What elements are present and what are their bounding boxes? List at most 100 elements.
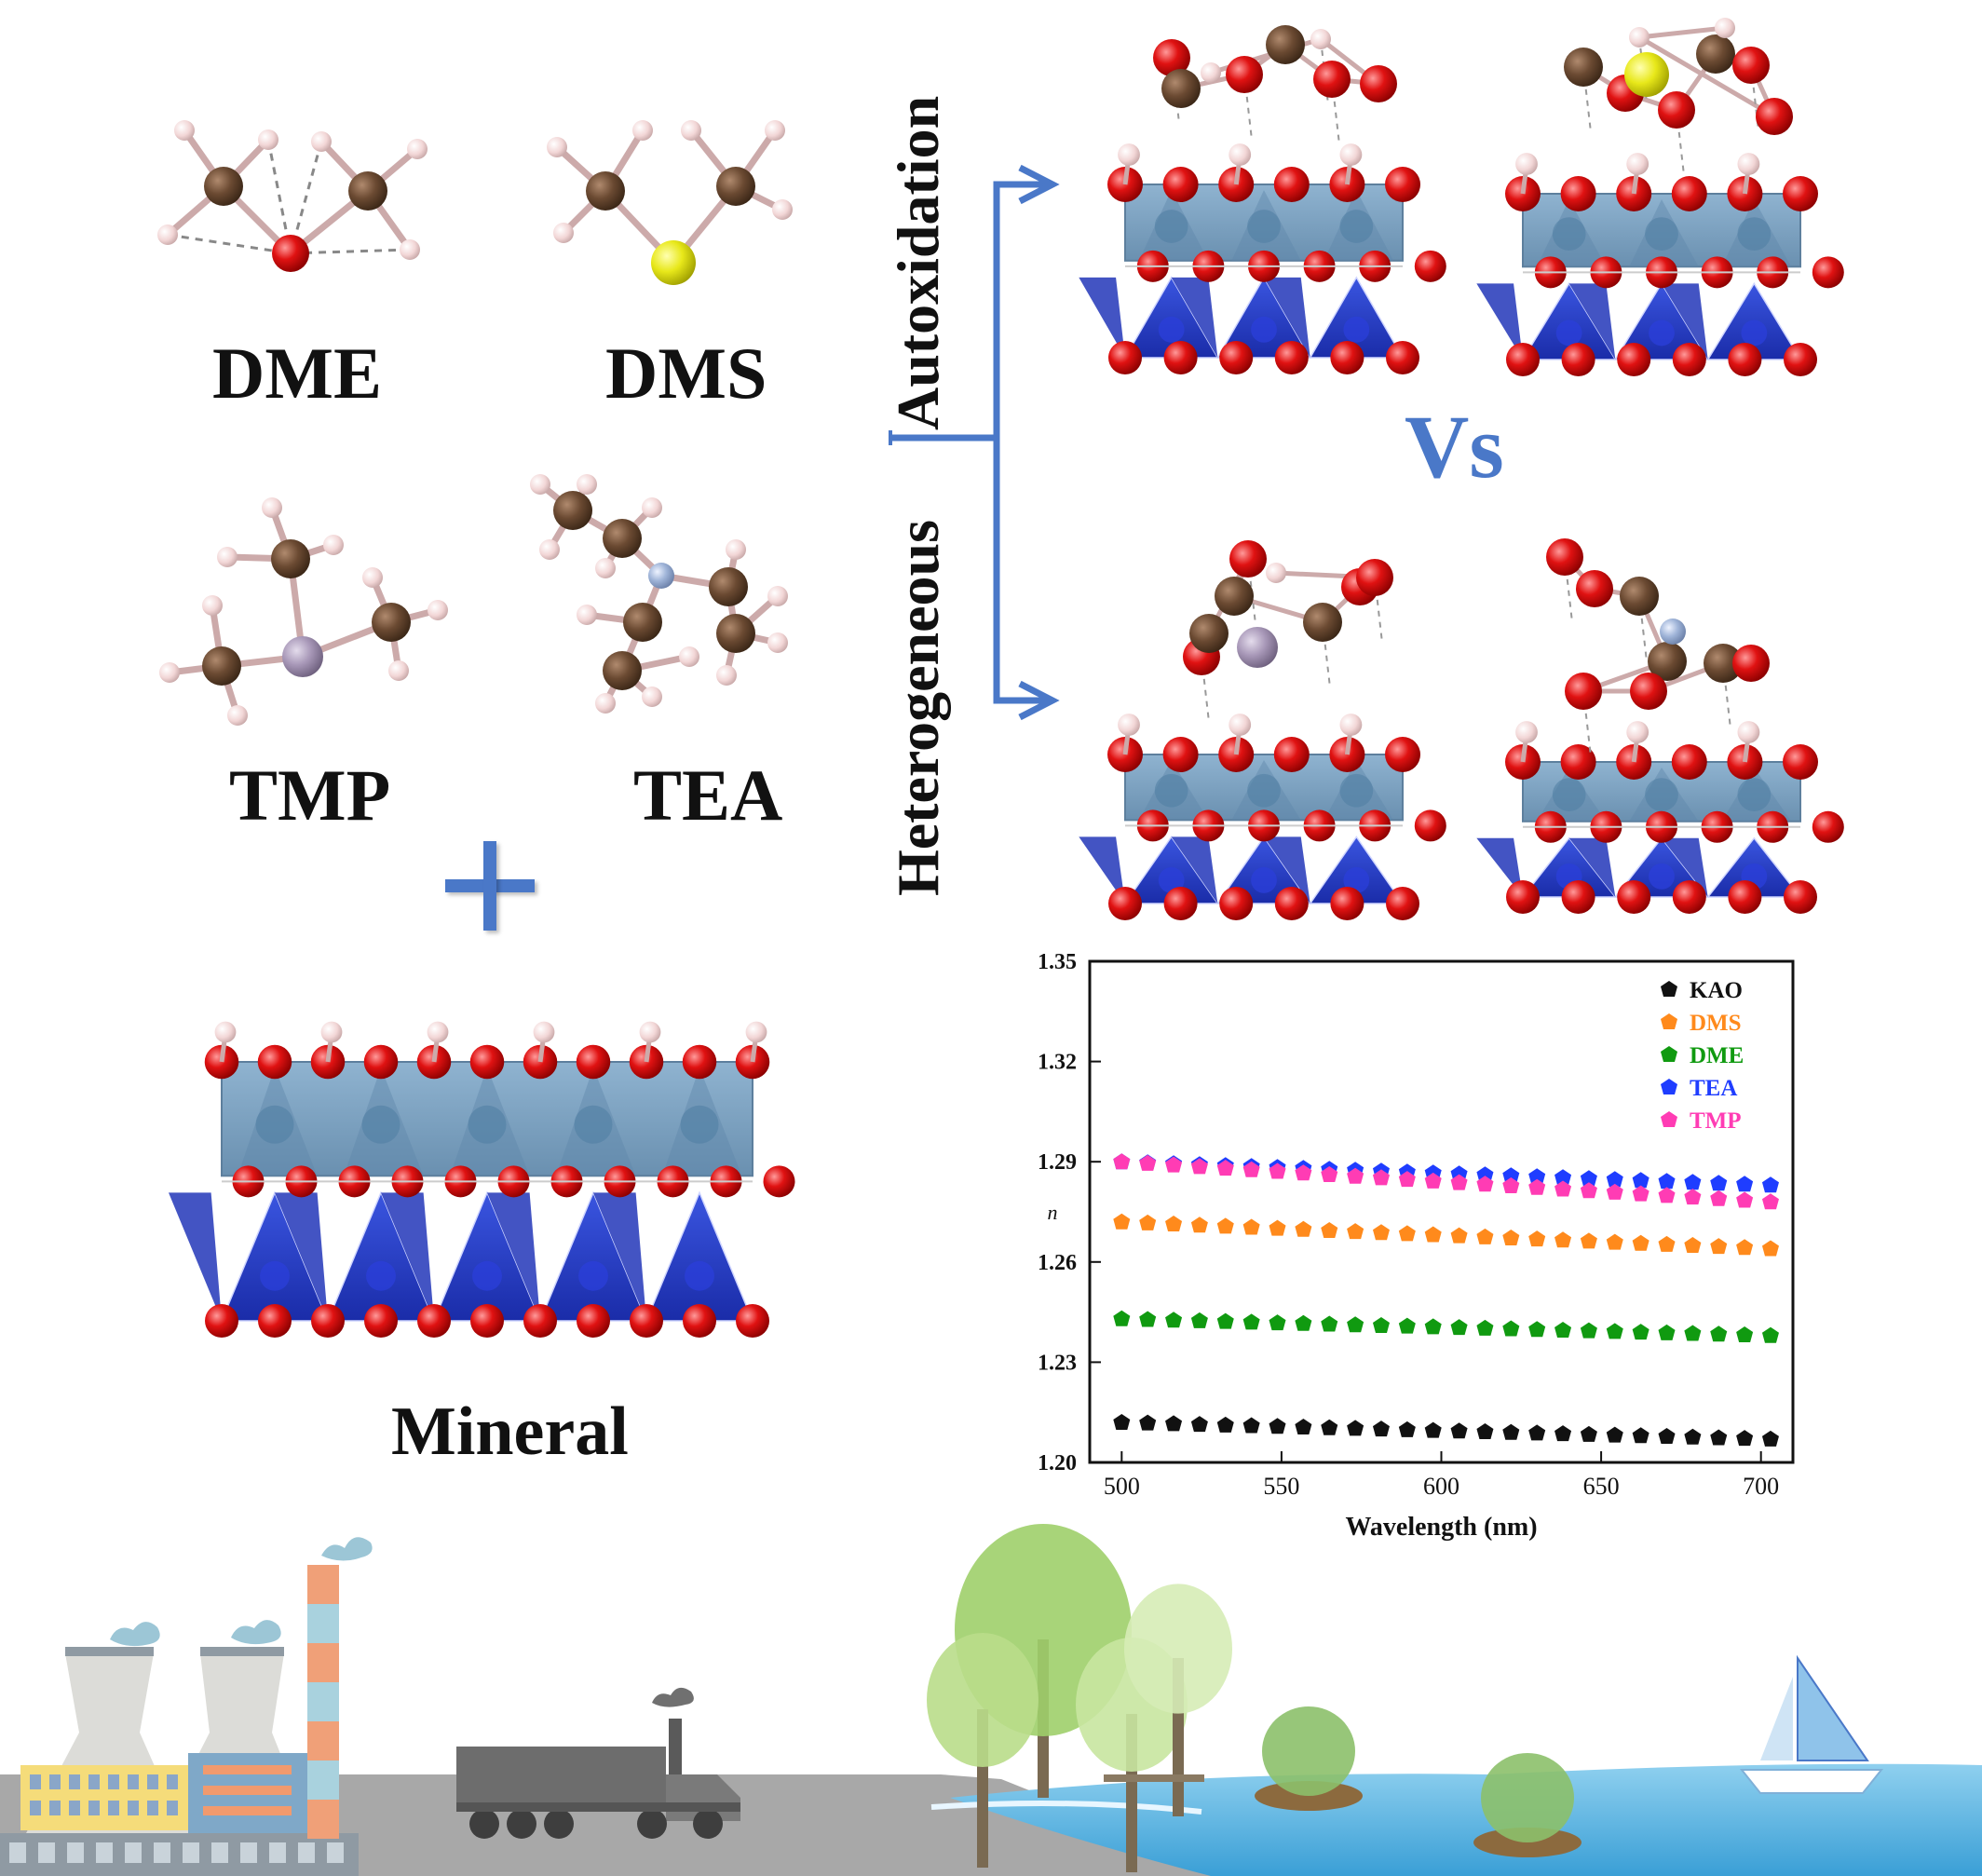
- data-point: [1476, 1166, 1494, 1183]
- atom-h: [577, 474, 597, 495]
- data-point: [1580, 1232, 1597, 1249]
- aluminum-center: [1339, 210, 1374, 243]
- hydroxyl-hydrogen: [639, 1021, 661, 1043]
- data-point: [1113, 1153, 1131, 1170]
- series-kao: [1113, 1413, 1779, 1447]
- hydroxyl-hydrogen: [1118, 714, 1140, 736]
- oxygen-top: [682, 1044, 717, 1080]
- hydroxyl-hydrogen: [1737, 721, 1760, 743]
- data-point: [1139, 1414, 1157, 1431]
- atom-h: [388, 660, 409, 681]
- data-point: [1528, 1424, 1546, 1441]
- factory-window: [154, 1842, 170, 1863]
- atom-c: [1696, 34, 1735, 74]
- data-point: [1684, 1428, 1702, 1445]
- data-point: [1736, 1239, 1754, 1256]
- oxygen-middle: [1414, 809, 1446, 842]
- aluminum-center: [1737, 778, 1772, 811]
- slab-dme: [1079, 143, 1446, 374]
- oxygen-bottom: [364, 1304, 398, 1338]
- atom-h: [174, 120, 195, 141]
- molecule-structures: [157, 120, 793, 726]
- data-point: [1554, 1425, 1572, 1442]
- data-point: [1502, 1177, 1520, 1194]
- aluminum-center: [680, 1105, 719, 1144]
- truck-wheel: [469, 1809, 499, 1839]
- chimney-segment: [307, 1565, 339, 1604]
- silicon-center: [578, 1260, 608, 1291]
- oxygen-bottom: [1219, 341, 1254, 374]
- data-point: [1190, 1312, 1208, 1328]
- data-point: [1476, 1319, 1494, 1336]
- atom-h: [323, 535, 344, 555]
- silicon-center: [472, 1260, 502, 1291]
- oxygen-top: [1783, 744, 1818, 780]
- oxygen-bottom: [258, 1304, 292, 1338]
- plus-vertical-bar: [483, 841, 496, 931]
- atom-h: [632, 120, 653, 141]
- data-point: [1736, 1176, 1754, 1192]
- oxygen-bottom: [1506, 343, 1540, 376]
- data-point: [1658, 1173, 1676, 1189]
- atom-h: [642, 687, 662, 707]
- hall-window: [49, 1774, 61, 1789]
- atom-c: [204, 167, 243, 206]
- silicon-center: [685, 1260, 714, 1291]
- atom-h: [595, 693, 616, 714]
- factory-window: [298, 1842, 315, 1863]
- tower-cap: [200, 1647, 284, 1656]
- atom-c: [1648, 642, 1687, 681]
- oxygen-bottom: [470, 1304, 504, 1338]
- data-point: [1554, 1231, 1572, 1248]
- atom-o: [1565, 673, 1602, 710]
- atom-o: [1229, 540, 1267, 578]
- atom-o: [1576, 570, 1613, 607]
- x-axis-label: Wavelength (nm): [1345, 1513, 1537, 1542]
- water-ripple: [930, 1801, 1202, 1815]
- atom-c: [1161, 69, 1201, 108]
- atom-h: [1310, 29, 1331, 49]
- data-point: [1580, 1425, 1597, 1442]
- aluminum-center: [1552, 778, 1586, 811]
- hall-window: [147, 1801, 158, 1815]
- tmp-molecule: [159, 497, 448, 726]
- data-point: [1398, 1171, 1416, 1188]
- bond: [1637, 34, 1776, 119]
- atom-h: [553, 223, 574, 243]
- oxygen-bottom: [1386, 887, 1419, 920]
- tetrahedron-back: [1171, 836, 1218, 904]
- oxygen-bottom: [1728, 343, 1762, 376]
- silicon-center: [1555, 319, 1582, 347]
- oxygen-bottom: [1386, 341, 1419, 374]
- tetrahedron-back: [169, 1192, 222, 1321]
- tower-cap: [65, 1647, 154, 1656]
- oxygen-top: [257, 1044, 292, 1080]
- vs-label: Vs: [1405, 397, 1504, 496]
- tmp-label: TMP: [229, 754, 391, 836]
- hydroxyl-hydrogen: [320, 1021, 343, 1043]
- oxygen-bottom: [1274, 341, 1309, 374]
- series-dme: [1113, 1310, 1779, 1343]
- hall-window: [108, 1774, 119, 1789]
- truck-trailer: [456, 1747, 666, 1802]
- tetrahedron-back: [1568, 837, 1616, 897]
- center-atom-p: [1237, 627, 1278, 668]
- hydroxyl-hydrogen: [1229, 714, 1252, 736]
- atom-h: [311, 131, 332, 152]
- atom-c: [716, 167, 755, 206]
- data-point: [1761, 1193, 1779, 1210]
- data-point: [1606, 1323, 1623, 1339]
- oxygen-top: [469, 1044, 505, 1080]
- oxygen-bottom: [1108, 887, 1142, 920]
- data-point: [1450, 1319, 1468, 1336]
- x-tick-label: 650: [1583, 1473, 1620, 1500]
- atom-h: [202, 595, 223, 616]
- upper-arrow-head: [1018, 164, 1060, 205]
- tetrahedron-back: [1476, 837, 1523, 897]
- truck-wheel: [637, 1809, 667, 1839]
- data-point: [1139, 1154, 1157, 1171]
- hydroxyl-hydrogen: [1515, 721, 1538, 743]
- silicon-center: [1158, 867, 1185, 893]
- atom-c: [709, 567, 748, 606]
